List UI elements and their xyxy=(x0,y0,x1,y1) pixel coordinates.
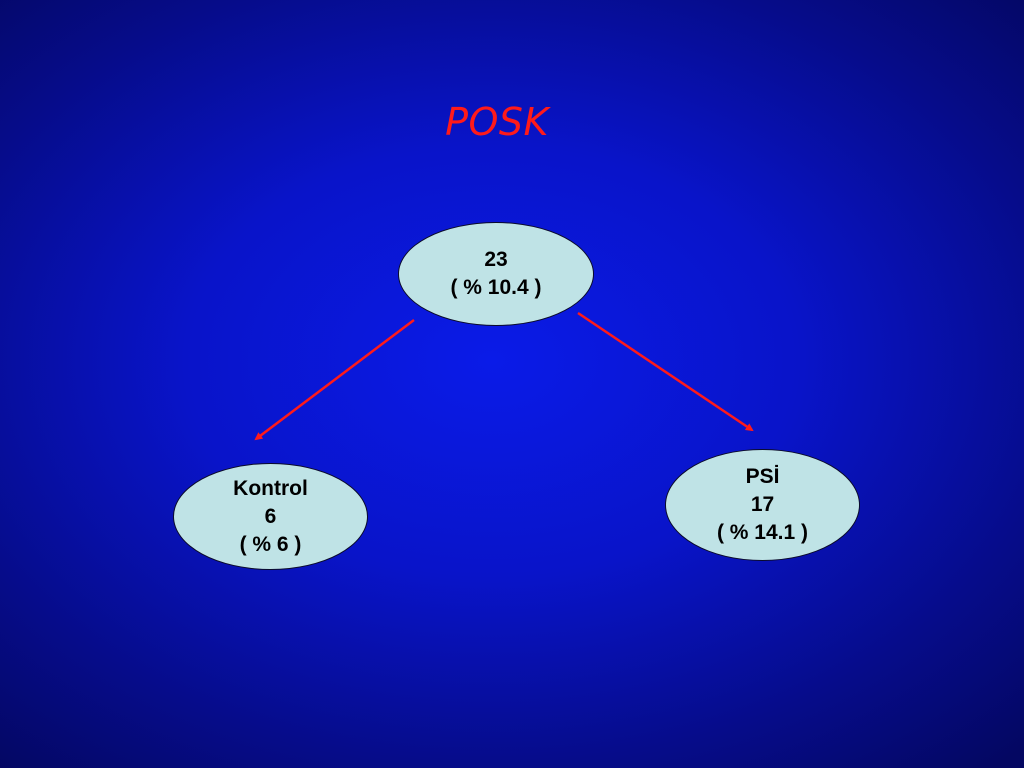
psi-percent: ( % 14.1 ) xyxy=(716,521,809,544)
total-node: 23 ( % 10.4 ) xyxy=(398,222,594,326)
slide-title: POSK xyxy=(445,100,549,144)
psi-value: 17 xyxy=(750,493,775,516)
psi-label: PSİ xyxy=(745,465,780,488)
kontrol-percent: ( % 6 ) xyxy=(239,532,302,556)
arrow-to-psi xyxy=(577,311,754,432)
kontrol-value: 6 xyxy=(264,504,277,528)
total-value: 23 xyxy=(484,248,508,271)
kontrol-label: Kontrol xyxy=(233,476,308,500)
psi-node: PSİ 17 ( % 14.1 ) xyxy=(665,449,860,561)
total-percent: ( % 10.4 ) xyxy=(450,276,542,299)
arrow-to-kontrol xyxy=(254,319,415,441)
kontrol-node: Kontrol 6 ( % 6 ) xyxy=(173,463,368,570)
